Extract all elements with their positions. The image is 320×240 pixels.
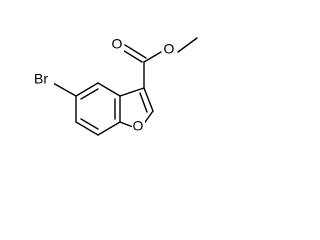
molecule-diagram: Br O O O <box>30 36 198 136</box>
bond-c6-c7 <box>75 121 99 136</box>
bond-c3a-c4 <box>97 82 121 97</box>
bond-c3a-c3 <box>119 87 145 97</box>
bond-c7-c7a <box>97 121 121 136</box>
bond-c5-br <box>52 82 77 97</box>
bromine-label: Br <box>34 71 48 87</box>
bond-c4-c5 <box>75 82 99 97</box>
bond-o1-c7a <box>119 121 134 128</box>
bond-c4-c5-inner <box>80 88 99 100</box>
ester-oxygen-label: O <box>164 41 175 57</box>
bond-c6-c7-inner <box>80 118 99 130</box>
structure-canvas: Br O O O <box>0 0 224 164</box>
bond-c3-c2 <box>143 87 154 112</box>
bond-carbonyl-c-o-double-a <box>120 48 143 63</box>
ring-oxygen-label: O <box>133 118 144 134</box>
bond-carbonyl-c-ester-o <box>143 51 162 63</box>
bond-ester-o-methyl <box>177 37 198 53</box>
carbonyl-oxygen-label: O <box>112 36 123 52</box>
bond-carbonyl-c-o-double-b <box>124 44 147 59</box>
bond-c3-c2-inner <box>139 92 148 113</box>
